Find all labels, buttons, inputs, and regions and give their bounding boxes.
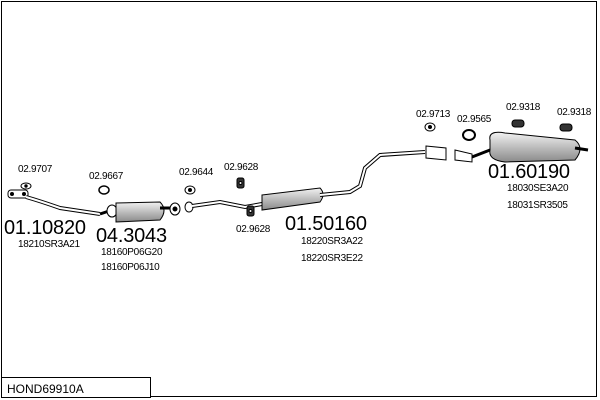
gasket-ring-icon (462, 129, 476, 141)
part-number-front-pipe: 01.10820 (4, 217, 86, 239)
accessory-number: 02.9707 (18, 164, 53, 175)
oem-number: 18160P06J10 (101, 262, 160, 273)
oem-number: 18220SR3A22 (301, 236, 363, 247)
oem-number: 18160P06G20 (101, 247, 163, 258)
accessory-number: 02.9565 (457, 114, 492, 125)
rubber-mount-icon (246, 205, 255, 217)
part-number-catalyst: 04.3043 (96, 225, 167, 247)
gasket-icon (20, 182, 32, 190)
oem-number: 18030SE3A20 (507, 183, 569, 194)
gasket-ring-icon (98, 185, 110, 195)
rubber-hanger-icon (511, 119, 525, 128)
accessory-number: 02.9667 (89, 171, 124, 182)
oem-number: 18210SR3A21 (18, 239, 80, 250)
rubber-mount-icon (236, 177, 245, 189)
accessory-number: 02.9644 (179, 167, 214, 178)
diagram-code-box: HOND69910A (1, 377, 151, 398)
diagram-code: HOND69910A (7, 382, 84, 396)
oem-number: 18220SR3E22 (301, 253, 363, 264)
part-number-rear-silencer: 01.60190 (488, 161, 570, 183)
catalytic-converter-icon (99, 201, 170, 223)
oem-number: 18031SR3505 (507, 200, 568, 211)
gasket-icon (184, 185, 196, 195)
flange-gasket-icon (169, 202, 181, 216)
accessory-number: 02.9713 (416, 109, 451, 120)
accessory-number: 02.9318 (506, 102, 541, 113)
accessory-number: 02.9318 (557, 107, 592, 118)
front-pipe-icon (7, 189, 101, 216)
rubber-hanger-icon (559, 123, 573, 132)
gasket-icon (424, 122, 436, 132)
intermediate-pipe-icon (319, 150, 426, 197)
rear-silencer-icon (425, 131, 589, 163)
accessory-number: 02.9628 (224, 162, 259, 173)
accessory-number: 02.9628 (236, 224, 271, 235)
middle-silencer-icon (184, 187, 324, 213)
part-number-middle-silencer: 01.50160 (285, 213, 367, 235)
